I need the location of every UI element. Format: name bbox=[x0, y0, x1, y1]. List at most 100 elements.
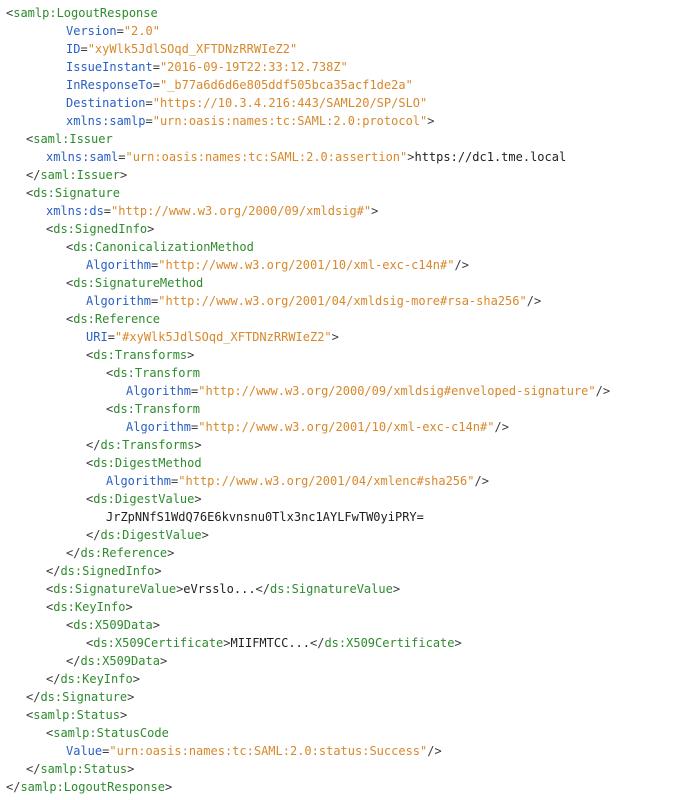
xml-punctuation: > bbox=[152, 618, 160, 632]
code-line: </saml:Issuer> bbox=[6, 166, 677, 184]
xml-punctuation: /> bbox=[526, 294, 542, 308]
xml-punctuation: > bbox=[194, 438, 202, 452]
xml-attribute-name: ID bbox=[66, 42, 81, 56]
xml-punctuation: > bbox=[132, 672, 140, 686]
code-line: </samlp:LogoutResponse> bbox=[6, 778, 677, 796]
code-line: Algorithm="http://www.w3.org/2000/09/xml… bbox=[6, 382, 677, 400]
code-line: <samlp:StatusCode bbox=[6, 724, 677, 742]
xml-punctuation: < bbox=[86, 456, 94, 470]
xml-text-content: MIIFMTCC... bbox=[230, 636, 310, 650]
xml-tag-name: ds:DigestValue bbox=[100, 528, 202, 542]
code-line: <ds:SignatureValue>eVrsslo...</ds:Signat… bbox=[6, 580, 677, 598]
xml-tag-name: ds:X509Certificate bbox=[93, 636, 224, 650]
code-line: </ds:DigestValue> bbox=[6, 526, 677, 544]
xml-punctuation: < bbox=[86, 492, 94, 506]
xml-attribute-value: "#xyWlk5JdlSOqd_XFTDNzRRWIeZ2" bbox=[114, 330, 332, 344]
code-line: <ds:Transform bbox=[6, 400, 677, 418]
xml-punctuation: = bbox=[102, 744, 110, 758]
xml-punctuation: = bbox=[118, 150, 126, 164]
xml-punctuation: = bbox=[151, 294, 159, 308]
xml-tag-name: ds:CanonicalizationMethod bbox=[73, 240, 254, 254]
xml-tag-name: ds:SignatureValue bbox=[270, 582, 393, 596]
xml-punctuation: > bbox=[167, 546, 175, 560]
xml-tag-name: ds:SignedInfo bbox=[53, 222, 148, 236]
code-line: </ds:KeyInfo> bbox=[6, 670, 677, 688]
xml-tag-name: ds:Signature bbox=[40, 690, 128, 704]
xml-attribute-value: "http://www.w3.org/2000/09/xmldsig#" bbox=[111, 204, 372, 218]
xml-text-content: JrZpNNfS1WdQ76E6kvnsnu0Tlx3nc1AYLFwTW0yi… bbox=[106, 510, 424, 524]
code-line: </ds:X509Data> bbox=[6, 652, 677, 670]
xml-punctuation: < bbox=[66, 240, 74, 254]
xml-punctuation: > bbox=[201, 528, 209, 542]
code-line: Version="2.0" bbox=[6, 22, 677, 40]
xml-attribute-name: Version bbox=[66, 24, 117, 38]
code-line: <samlp:LogoutResponse bbox=[6, 4, 677, 22]
xml-punctuation: </ bbox=[26, 690, 41, 704]
xml-attribute-value: "urn:oasis:names:tc:SAML:2.0:protocol" bbox=[152, 114, 428, 128]
xml-tag-name: ds:SignatureValue bbox=[53, 582, 177, 596]
xml-tag-name: ds:Transform bbox=[113, 366, 200, 380]
code-line: IssueInstant="2016-09-19T22:33:12.738Z" bbox=[6, 58, 677, 76]
xml-text-content: https://dc1.tme.local bbox=[414, 150, 567, 164]
xml-attribute-value: "_b77a6d6d6e805ddf505bca35acf1de2a" bbox=[159, 78, 413, 92]
xml-punctuation: = bbox=[191, 420, 199, 434]
xml-punctuation: > bbox=[119, 708, 128, 722]
xml-punctuation: </ bbox=[66, 546, 81, 560]
xml-attribute-value: "xyWlk5JdlSOqd_XFTDNzRRWIeZ2" bbox=[87, 42, 298, 56]
xml-tag-name: samlp:Status bbox=[33, 708, 120, 722]
xml-punctuation: </ bbox=[46, 672, 61, 686]
xml-punctuation: </ bbox=[86, 528, 101, 542]
xml-punctuation: > bbox=[407, 150, 415, 164]
xml-punctuation: < bbox=[66, 312, 74, 326]
xml-punctuation: = bbox=[107, 330, 115, 344]
xml-tag-name: ds:Transforms bbox=[93, 348, 188, 362]
xml-attribute-value: "urn:oasis:names:tc:SAML:2.0:assertion" bbox=[125, 150, 408, 164]
xml-tag-name: ds:Signature bbox=[33, 186, 120, 200]
xml-punctuation: /> bbox=[494, 420, 509, 434]
code-line: Algorithm="http://www.w3.org/2001/04/xml… bbox=[6, 472, 677, 490]
xml-tag-name: ds:Transforms bbox=[100, 438, 195, 452]
xml-punctuation: = bbox=[116, 24, 124, 38]
xml-tag-name: ds:KeyInfo bbox=[60, 672, 133, 686]
xml-punctuation: < bbox=[26, 186, 34, 200]
xml-punctuation: = bbox=[151, 258, 159, 272]
xml-punctuation: < bbox=[26, 132, 34, 146]
xml-punctuation: < bbox=[66, 276, 74, 290]
code-line: Value="urn:oasis:names:tc:SAML:2.0:statu… bbox=[6, 742, 677, 760]
code-line: </ds:Signature> bbox=[6, 688, 677, 706]
xml-tag-name: samlp:LogoutResponse bbox=[13, 6, 158, 20]
code-line: </samlp:Status> bbox=[6, 760, 677, 778]
code-line: <ds:Transforms> bbox=[6, 346, 677, 364]
xml-tag-name: ds:Reference bbox=[73, 312, 160, 326]
code-line: URI="#xyWlk5JdlSOqd_XFTDNzRRWIeZ2"> bbox=[6, 328, 677, 346]
xml-attribute-value: "2016-09-19T22:33:12.738Z" bbox=[159, 60, 348, 74]
xml-tag-name: ds:Reference bbox=[80, 546, 168, 560]
code-line: <ds:Signature bbox=[6, 184, 677, 202]
xml-attribute-name: Algorithm bbox=[106, 474, 172, 488]
xml-attribute-name: Value bbox=[66, 744, 103, 758]
code-line: <samlp:Status> bbox=[6, 706, 677, 724]
xml-punctuation: < bbox=[106, 402, 114, 416]
xml-attribute-value: "http://www.w3.org/2001/04/xmldsig-more#… bbox=[158, 294, 527, 308]
xml-punctuation: < bbox=[66, 618, 74, 632]
xml-punctuation: > bbox=[187, 348, 195, 362]
code-line: <ds:X509Certificate>MIIFMTCC...</ds:X509… bbox=[6, 634, 677, 652]
code-line: InResponseTo="_b77a6d6d6e805ddf505bca35a… bbox=[6, 76, 677, 94]
xml-punctuation: = bbox=[152, 60, 160, 74]
xml-attribute-name: Algorithm bbox=[86, 258, 152, 272]
code-line: <ds:DigestValue> bbox=[6, 490, 677, 508]
xml-punctuation: </ bbox=[26, 168, 41, 182]
xml-punctuation: = bbox=[145, 114, 153, 128]
xml-attribute-name: Algorithm bbox=[126, 420, 192, 434]
xml-punctuation: < bbox=[46, 582, 54, 596]
xml-attribute-value: "http://www.w3.org/2001/04/xmlenc#sha256… bbox=[178, 474, 475, 488]
xml-tag-name: ds:DigestMethod bbox=[93, 456, 202, 470]
xml-punctuation: </ bbox=[26, 762, 41, 776]
xml-punctuation: > bbox=[331, 330, 339, 344]
xml-tag-name: ds:Transform bbox=[113, 402, 200, 416]
xml-tag-name: saml:Issuer bbox=[33, 132, 113, 146]
xml-attribute-name: InResponseTo bbox=[66, 78, 153, 92]
xml-punctuation: </ bbox=[255, 582, 270, 596]
